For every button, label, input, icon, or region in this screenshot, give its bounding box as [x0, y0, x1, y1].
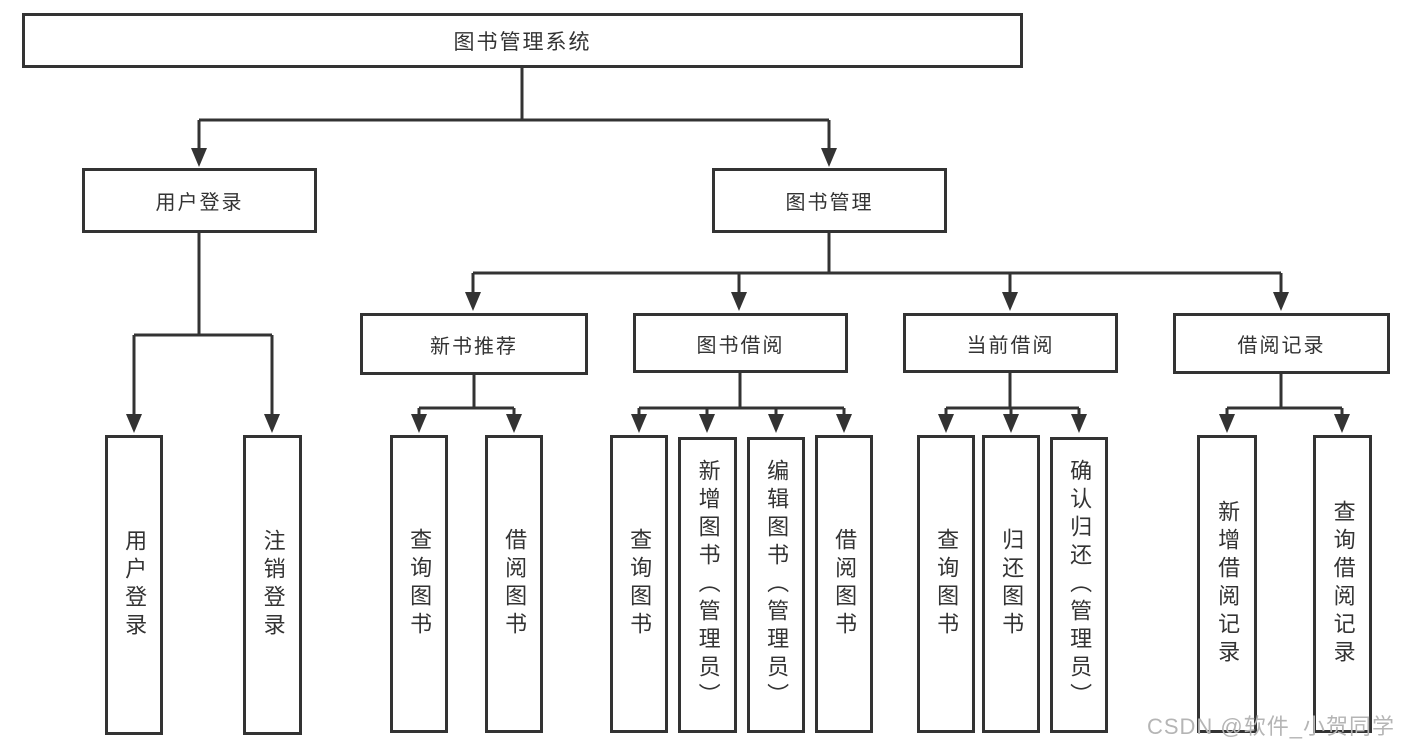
connector-borrow-records-children	[1219, 374, 1350, 433]
node-new-book-recommend-label: 新书推荐	[430, 335, 518, 358]
node-leaf-newbook-query: 查询图书	[390, 435, 448, 733]
node-leaf-borrow-query: 查询图书	[610, 435, 668, 733]
node-leaf-current-query: 查询图书	[917, 435, 975, 733]
node-leaf-user-login: 用户登录	[105, 435, 163, 735]
node-new-book-recommend: 新书推荐	[360, 313, 588, 375]
node-borrow-records: 借阅记录	[1173, 313, 1390, 374]
node-book-management: 图书管理	[712, 168, 947, 233]
connector-root-to-level2	[191, 68, 837, 167]
node-book-borrow-label: 图书借阅	[696, 334, 785, 357]
node-leaf-current-confirm-label: 确认归还（管理员）	[1067, 459, 1093, 711]
node-leaf-borrow-query-label: 查询图书	[627, 528, 653, 640]
node-leaf-records-query-label: 查询借阅记录	[1330, 500, 1356, 668]
node-root-system-label: 图书管理系统	[453, 30, 592, 54]
node-leaf-current-return: 归还图书	[982, 435, 1040, 733]
connector-current-borrow-children	[938, 373, 1087, 433]
node-borrow-records-label: 借阅记录	[1237, 335, 1326, 357]
node-leaf-borrow-add: 新增图书（管理员）	[678, 437, 737, 733]
node-leaf-borrow-borrow-label: 借阅图书	[832, 528, 858, 640]
node-leaf-borrow-edit: 编辑图书（管理员）	[747, 437, 805, 733]
node-book-management-label: 图书管理	[785, 192, 874, 214]
node-leaf-newbook-borrow: 借阅图书	[485, 435, 543, 733]
node-current-borrow: 当前借阅	[903, 313, 1118, 373]
node-leaf-logout: 注销登录	[243, 435, 302, 735]
connector-book-management-children	[465, 233, 1289, 311]
node-leaf-logout-label: 注销登录	[260, 529, 286, 641]
node-book-borrow: 图书借阅	[633, 313, 848, 373]
node-leaf-borrow-edit-label: 编辑图书（管理员）	[764, 459, 790, 711]
node-leaf-current-return-label: 归还图书	[999, 528, 1025, 640]
node-leaf-records-add-label: 新增借阅记录	[1215, 500, 1241, 668]
node-leaf-borrow-add-label: 新增图书（管理员）	[695, 459, 721, 711]
node-user-login-label: 用户登录	[155, 192, 244, 214]
node-leaf-current-confirm: 确认归还（管理员）	[1050, 437, 1108, 733]
node-leaf-newbook-query-label: 查询图书	[407, 528, 433, 640]
connector-user-login-children	[126, 233, 280, 433]
node-leaf-borrow-borrow: 借阅图书	[815, 435, 873, 733]
connector-new-book-children	[411, 375, 522, 433]
node-leaf-newbook-borrow-label: 借阅图书	[502, 528, 528, 640]
node-leaf-records-query: 查询借阅记录	[1313, 435, 1372, 733]
node-leaf-records-add: 新增借阅记录	[1197, 435, 1257, 733]
node-leaf-user-login-label: 用户登录	[122, 529, 148, 641]
node-user-login: 用户登录	[82, 168, 317, 233]
node-current-borrow-label: 当前借阅	[966, 334, 1055, 357]
node-root-system: 图书管理系统	[22, 13, 1023, 68]
connector-book-borrow-children	[631, 373, 852, 433]
node-leaf-current-query-label: 查询图书	[934, 528, 960, 640]
